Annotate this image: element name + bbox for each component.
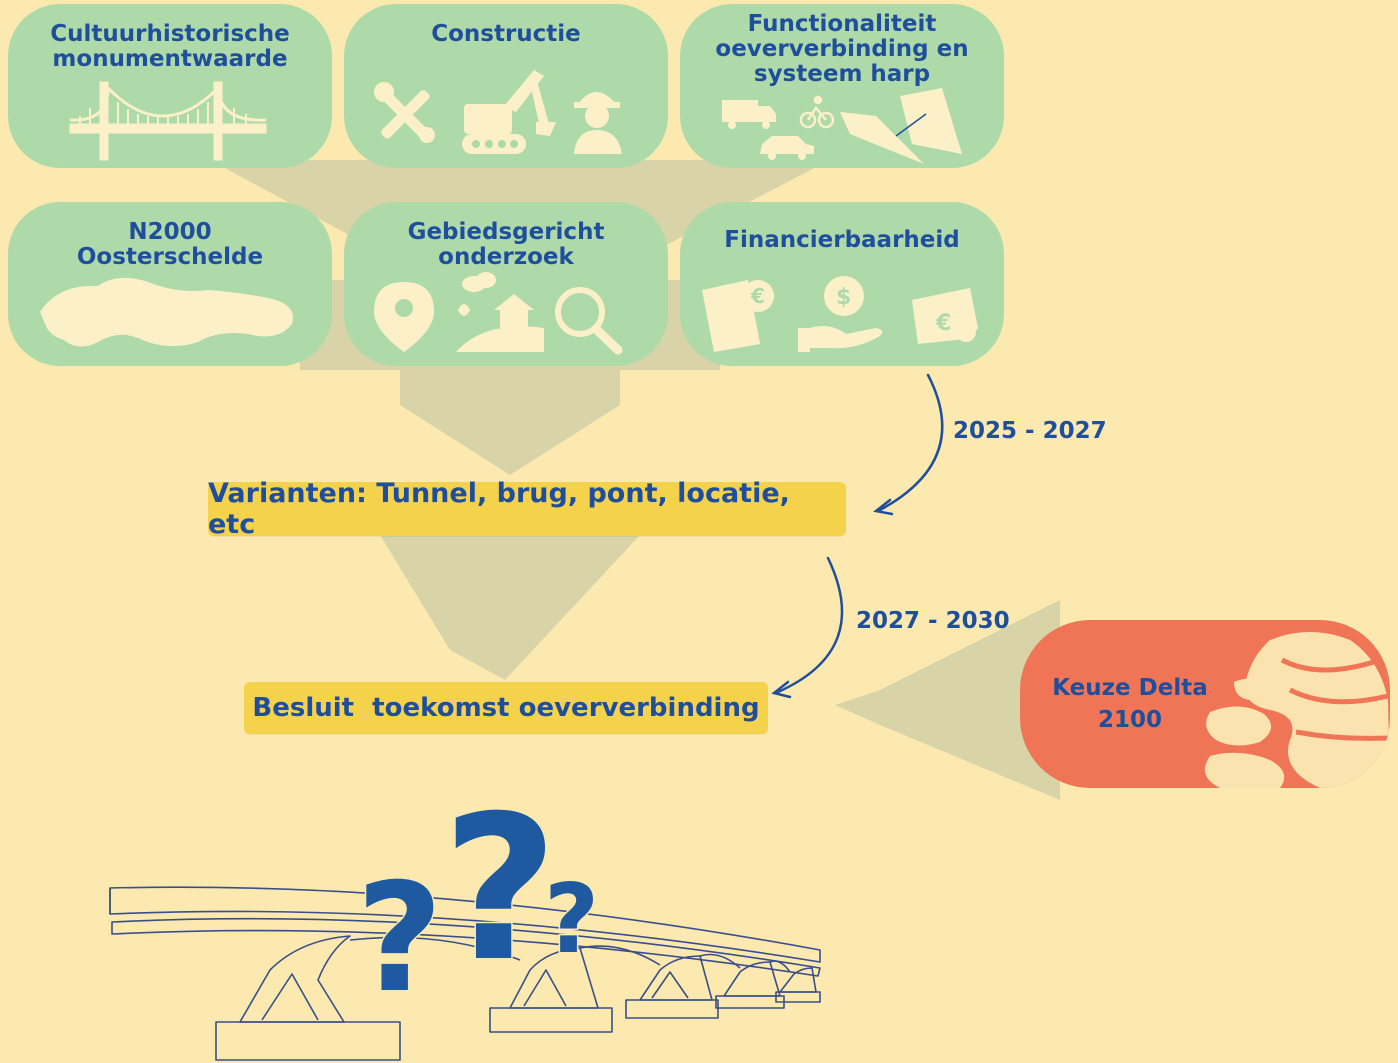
bicycle-icon (799, 95, 835, 129)
tools-icon (374, 82, 435, 143)
magnifier-icon (555, 287, 623, 355)
criterion-title: N2000 Oosterschelde (76, 219, 264, 270)
funnel-arrow-2b (390, 535, 620, 675)
criterion-title: Financierbaarheid (724, 227, 960, 253)
delta-map-icon (1204, 632, 1390, 788)
svg-text:€: € (750, 284, 765, 308)
euro-wallet-icon: € (912, 288, 978, 344)
decision-label: Besluit toekomst oeververbinding (244, 682, 768, 734)
delta-2100-card: Keuze Delta 2100 (1020, 620, 1390, 788)
criterion-title: Functionaliteit oeververbinding en syste… (715, 11, 969, 87)
oosterschelde-map-icon (40, 277, 293, 347)
delta-arrow (835, 600, 1060, 800)
period-label-2025-2027: 2025 - 2027 (953, 418, 1107, 444)
criterion-title: Gebiedsgericht onderzoek (407, 219, 605, 270)
period-label-2027-2030: 2027 - 2030 (856, 608, 1010, 634)
car-icon (760, 136, 814, 160)
criterion-card-functionality: Functionaliteit oeververbinding en syste… (680, 4, 1004, 168)
landscape-house-icon (456, 272, 544, 352)
svg-text:?: ? (442, 773, 558, 1006)
timeline-arrow-1 (878, 373, 944, 512)
criterion-card-construction: Constructie (344, 4, 668, 168)
criterion-card-financing: Financierbaarheid € $ € (680, 202, 1004, 366)
funnel-arrow-1 (400, 360, 620, 475)
suspension-bridge-icon (69, 81, 267, 161)
criterion-card-cultural-heritage: Cultuurhistorische monumentwaarde (8, 4, 332, 168)
excavator-icon (462, 70, 556, 154)
truck-icon (722, 100, 776, 129)
location-pin-icon (374, 282, 434, 352)
svg-text:€: € (935, 311, 951, 336)
criterion-card-area-research: Gebiedsgericht onderzoek (344, 202, 668, 366)
svg-text:?: ? (544, 865, 599, 975)
svg-text:?: ? (356, 852, 443, 1026)
dollar-hand-icon: $ (798, 276, 883, 352)
criterion-title: Constructie (431, 21, 581, 47)
variants-label: Varianten: Tunnel, brug, pont, locatie, … (208, 478, 846, 540)
timeline-arrow-2 (776, 556, 844, 694)
harp-system-icon (840, 88, 962, 164)
criterion-card-n2000: N2000 Oosterschelde (8, 202, 332, 366)
svg-text:$: $ (836, 285, 851, 310)
criterion-title: Cultuurhistorische monumentwaarde (50, 21, 290, 72)
delta-label: Keuze Delta 2100 (1052, 675, 1208, 733)
construction-worker-icon (574, 92, 622, 154)
euro-receipt-icon: € (702, 280, 774, 352)
